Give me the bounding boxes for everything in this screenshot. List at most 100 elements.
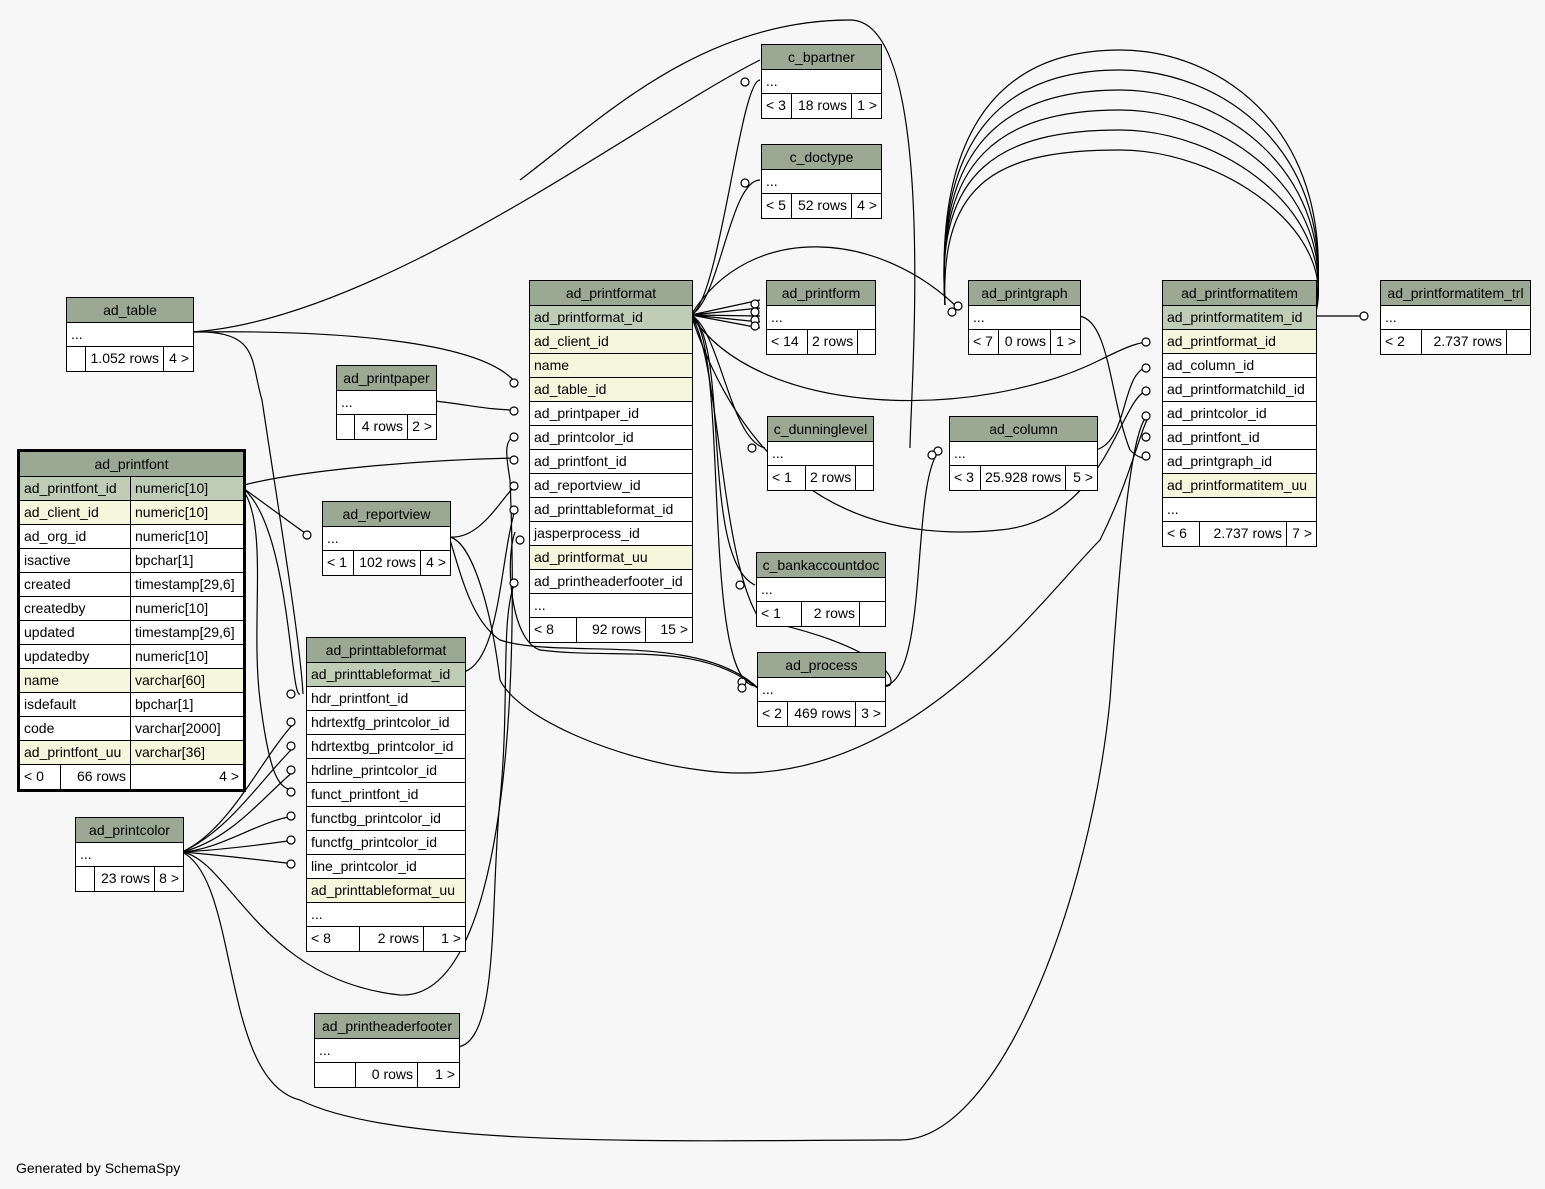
column-row[interactable]: ... [1163, 498, 1316, 522]
column-row[interactable]: ad_table_id [530, 378, 692, 402]
column-row[interactable]: ad_printtableformat_id [307, 663, 465, 687]
row-count: 2.737 rows [1199, 522, 1286, 546]
column-row[interactable]: hdrtextbg_printcolor_id [307, 735, 465, 759]
relationship-line [690, 314, 766, 449]
column-row[interactable]: ... [323, 527, 450, 551]
parent-count [315, 1063, 355, 1087]
column-row[interactable]: ... [762, 70, 881, 94]
column-row[interactable]: ad_printtableformat_uu [307, 879, 465, 903]
column-name: ... [80, 846, 92, 862]
column-row[interactable]: ... [76, 843, 183, 867]
column-row[interactable]: ad_printformatitem_uu [1163, 474, 1316, 498]
column-row[interactable]: ad_printformatchild_id [1163, 378, 1316, 402]
column-name: ... [762, 681, 774, 697]
column-row[interactable]: ad_printformat_uu [530, 546, 692, 570]
column-row[interactable]: ... [757, 578, 885, 602]
column-row[interactable]: ad_printcolor_id [1163, 402, 1316, 426]
column-name: ... [766, 173, 778, 189]
column-name: ad_printheaderfooter_id [534, 573, 683, 589]
row-count: 102 rows [353, 551, 420, 575]
column-row[interactable]: ad_printheaderfooter_id [530, 570, 692, 594]
column-row[interactable]: ... [530, 594, 692, 618]
column-row[interactable]: ... [307, 903, 465, 927]
column-row[interactable]: ... [767, 306, 875, 330]
column-row[interactable]: ad_printfont_id [530, 450, 692, 474]
column-row[interactable]: ad_printtableformat_id [530, 498, 692, 522]
column-row[interactable]: ... [762, 170, 881, 194]
column-row[interactable]: ... [758, 678, 885, 702]
relationship-line [239, 485, 296, 791]
column-row[interactable]: hdrtextfg_printcolor_id [307, 711, 465, 735]
column-type: numeric[10] [130, 525, 243, 548]
relationship-line [883, 449, 941, 687]
column-row[interactable]: functbg_printcolor_id [307, 807, 465, 831]
column-row[interactable]: ad_client_id [530, 330, 692, 354]
column-row[interactable]: ... [768, 442, 873, 466]
column-row[interactable]: ... [315, 1039, 459, 1063]
child-count: 15 > [645, 618, 692, 642]
column-row[interactable]: ad_printformat_id [530, 306, 692, 330]
column-row[interactable]: name [530, 354, 692, 378]
column-row[interactable]: ad_printfont_id [1163, 426, 1316, 450]
table-header: ad_printform [767, 281, 875, 306]
column-row[interactable]: ad_printformat_id [1163, 330, 1316, 354]
column-name: ad_printtableformat_id [534, 501, 674, 517]
column-row[interactable]: ... [1381, 306, 1530, 330]
column-name: functfg_printcolor_id [311, 834, 438, 850]
column-row[interactable]: hdrline_printcolor_id [307, 759, 465, 783]
column-row[interactable]: funct_printfont_id [307, 783, 465, 807]
column-row[interactable]: ad_reportview_id [530, 474, 692, 498]
column-row[interactable]: functfg_printcolor_id [307, 831, 465, 855]
column-name: ad_printpaper_id [534, 405, 640, 421]
column-row[interactable]: ... [969, 306, 1080, 330]
column-type: numeric[10] [130, 645, 243, 668]
column-row[interactable]: hdr_printfont_id [307, 687, 465, 711]
column-row[interactable]: line_printcolor_id [307, 855, 465, 879]
relationship-marker [750, 321, 760, 331]
column-name: ad_printcolor_id [1167, 405, 1267, 421]
column-row[interactable]: ad_printformatitem_id [1163, 306, 1316, 330]
column-row[interactable]: ... [67, 323, 193, 347]
column-row[interactable]: jasperprocess_id [530, 522, 692, 546]
table-header: ad_printcolor [76, 818, 183, 843]
relationship-marker [509, 481, 519, 491]
column-row[interactable]: ... [950, 442, 1097, 466]
column-row[interactable]: ad_printgraph_id [1163, 450, 1316, 474]
column-row[interactable]: ... [337, 391, 436, 415]
relationship-line [181, 839, 296, 853]
column-row[interactable]: ad_printcolor_id [530, 426, 692, 450]
column-row[interactable]: ad_column_id [1163, 354, 1316, 378]
column-row[interactable]: ad_printpaper_id [530, 402, 692, 426]
